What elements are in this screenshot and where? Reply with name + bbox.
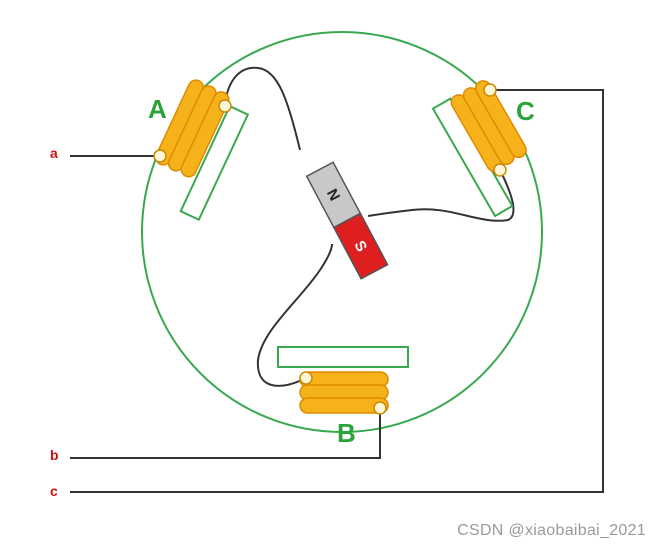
coil-A-start-terminal [153,149,167,163]
core-A [179,104,250,222]
coil-C [431,80,527,218]
coil-A [155,79,250,222]
coil-B-start-terminal [373,401,387,415]
watermark: CSDN @xiaobaibai_2021 [457,522,646,539]
coil-A-label: A [148,94,167,124]
terminal-a-label: a [50,145,58,161]
coil-B-end-terminal [299,371,313,385]
wire-c [70,89,604,493]
terminal-c-label: c [50,483,58,499]
core-B [277,346,409,368]
terminal-b-label: b [50,447,59,463]
coil-C-start-terminal [483,83,497,97]
wire-c-to-center [367,169,515,222]
coil-C-label: C [516,96,535,126]
wire-b-to-center [256,243,333,387]
rotor-magnet: N S [305,161,389,280]
magnet-south [332,212,389,280]
wire-a-to-center [224,66,301,151]
wire-b [70,408,381,459]
coil-B-label: B [337,418,356,448]
coil-A-end-terminal [218,99,232,113]
coil-B [299,371,389,414]
stator-circle [141,31,543,433]
coil-C-end-terminal [493,163,507,177]
